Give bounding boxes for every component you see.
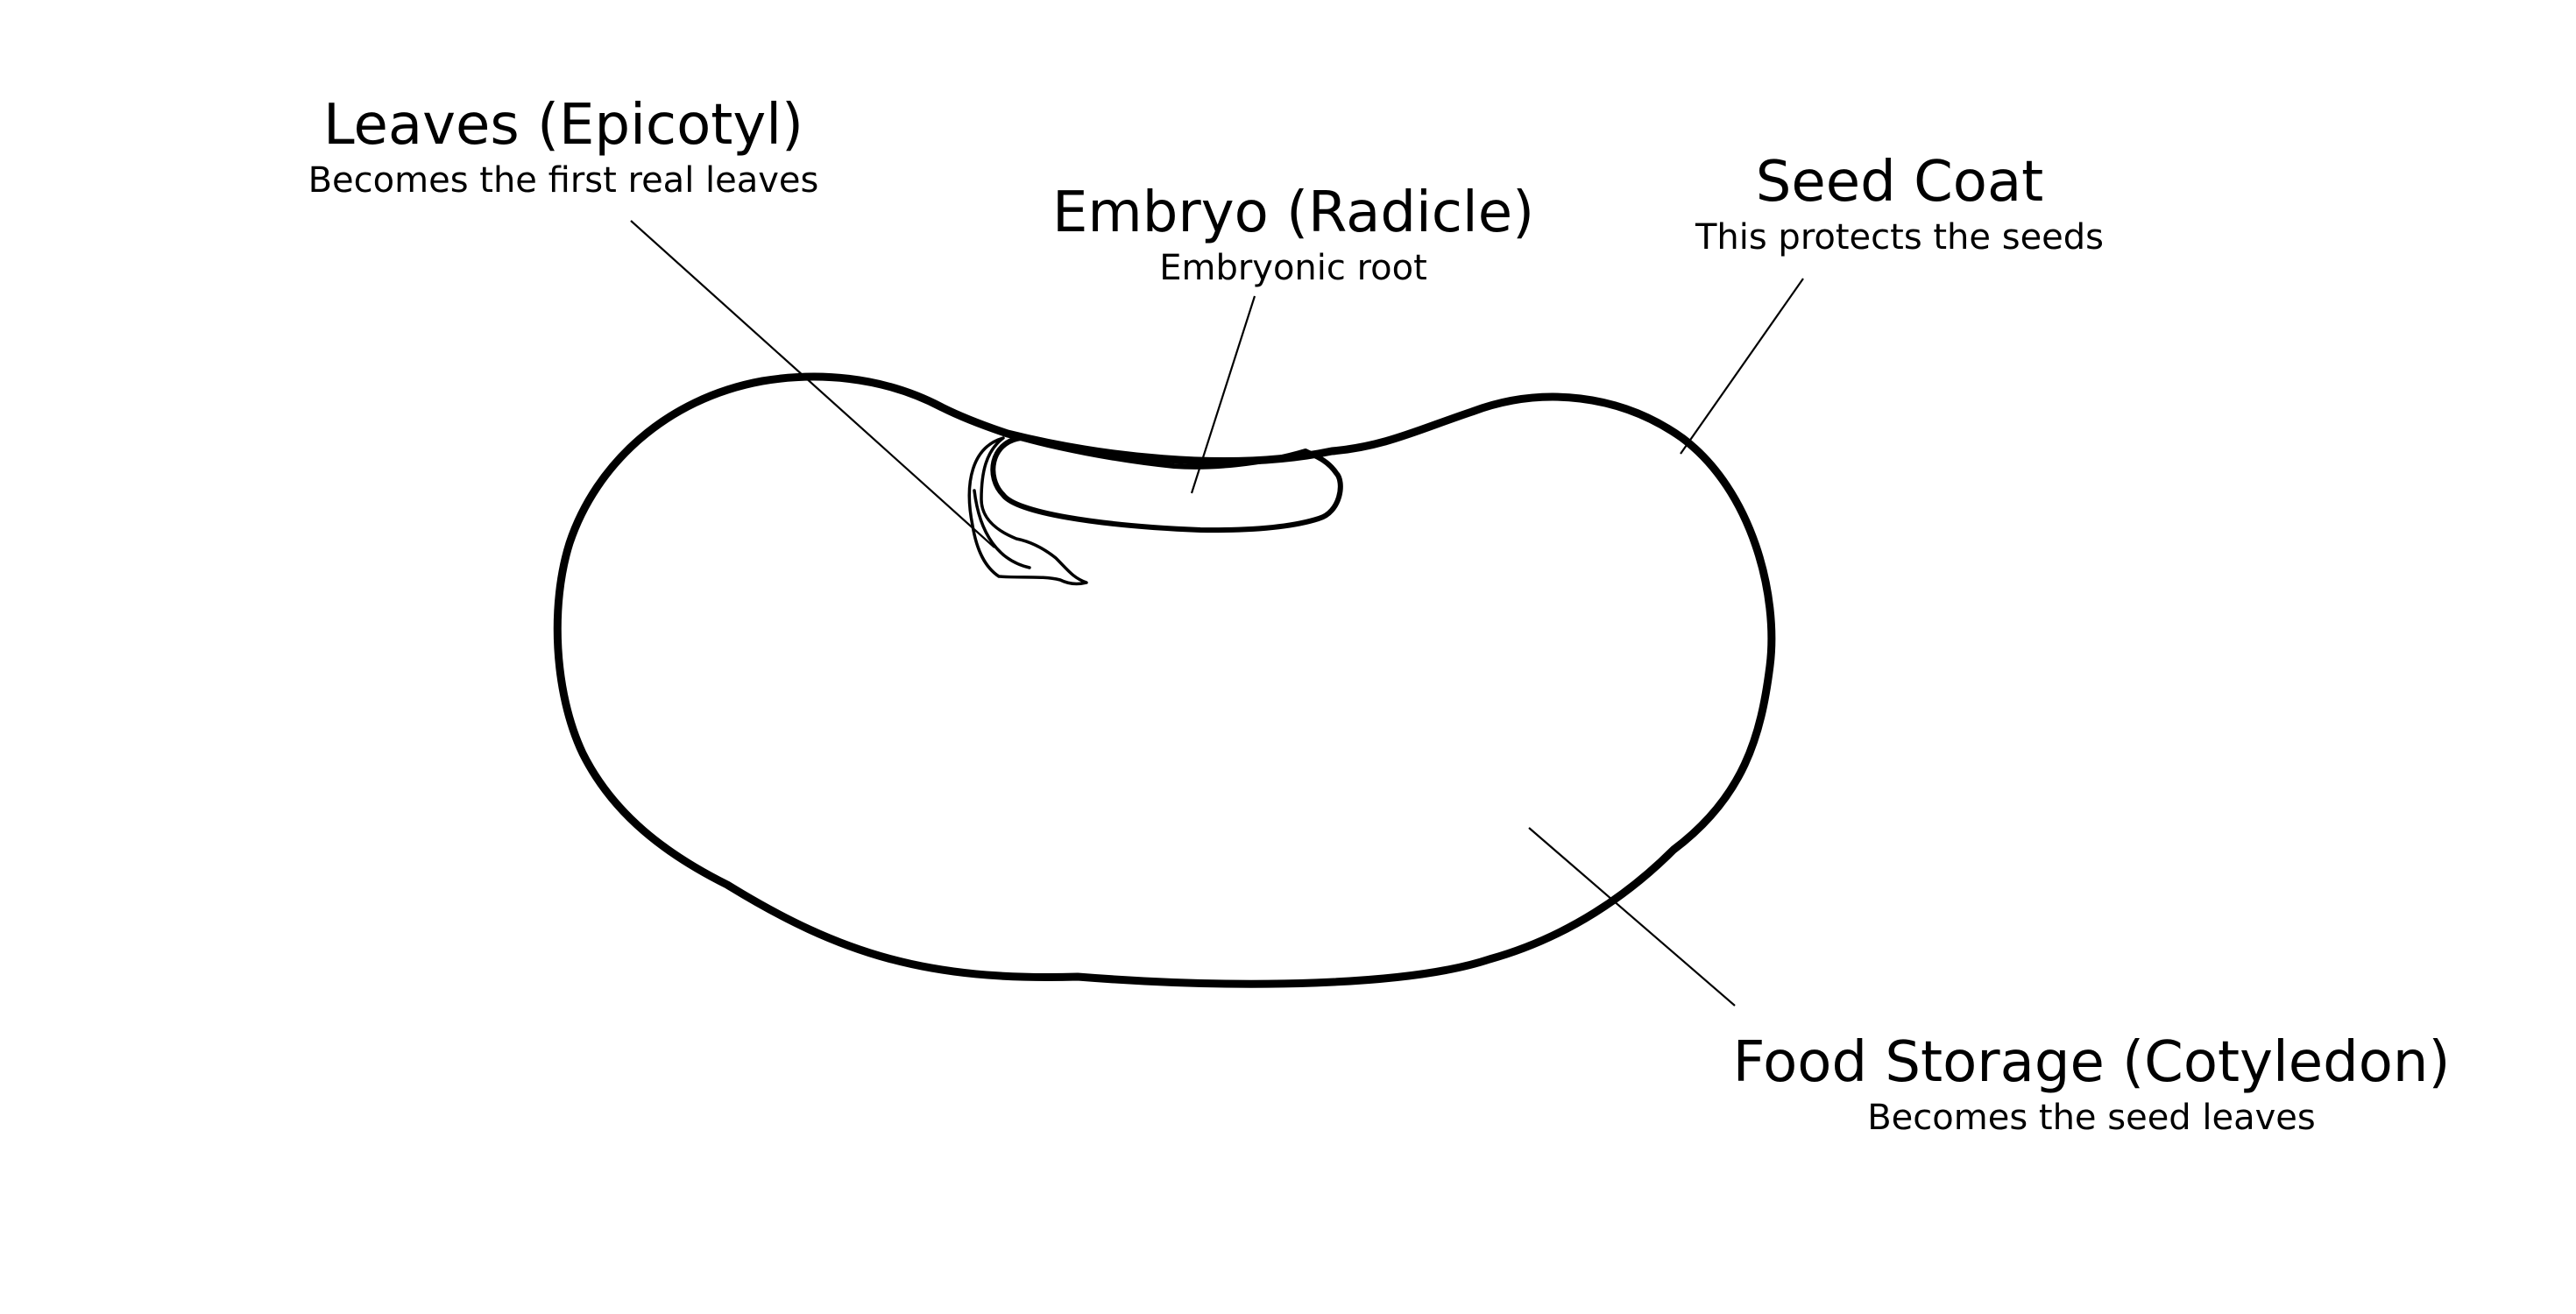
radicle-outline [990,435,1343,533]
leader-line-leaves [630,220,995,548]
label-title: Embryo (Radicle) [1051,180,1535,245]
label-leaves-epicotyl: Leaves (Epicotyl) Becomes the first real… [308,92,819,202]
leader-line-food-storage [1528,827,1736,1007]
label-title: Leaves (Epicotyl) [323,93,803,158]
seed-coat-outline [553,372,1776,988]
label-subtitle: Becomes the seed leaves [1867,1098,2316,1138]
epicotyl-leaf-outline [967,436,1088,586]
leader-line-seed-coat [1680,278,1804,455]
label-seed-coat: Seed Coat This protects the seeds [1695,149,2104,259]
epicotyl-leaf-inner [973,489,1031,569]
label-title: Seed Coat [1755,150,2044,215]
label-food-storage-cotyledon: Food Storage (Cotyledon) Becomes the see… [1733,1029,2451,1140]
label-subtitle: Embryonic root [1159,248,1427,288]
label-embryo-radicle: Embryo (Radicle) Embryonic root [1052,180,1534,290]
label-subtitle: This protects the seeds [1695,217,2105,258]
label-subtitle: Becomes the first real leaves [308,160,819,201]
label-title: Food Storage (Cotyledon) [1732,1030,2451,1095]
leader-line-embryo [1190,295,1256,494]
